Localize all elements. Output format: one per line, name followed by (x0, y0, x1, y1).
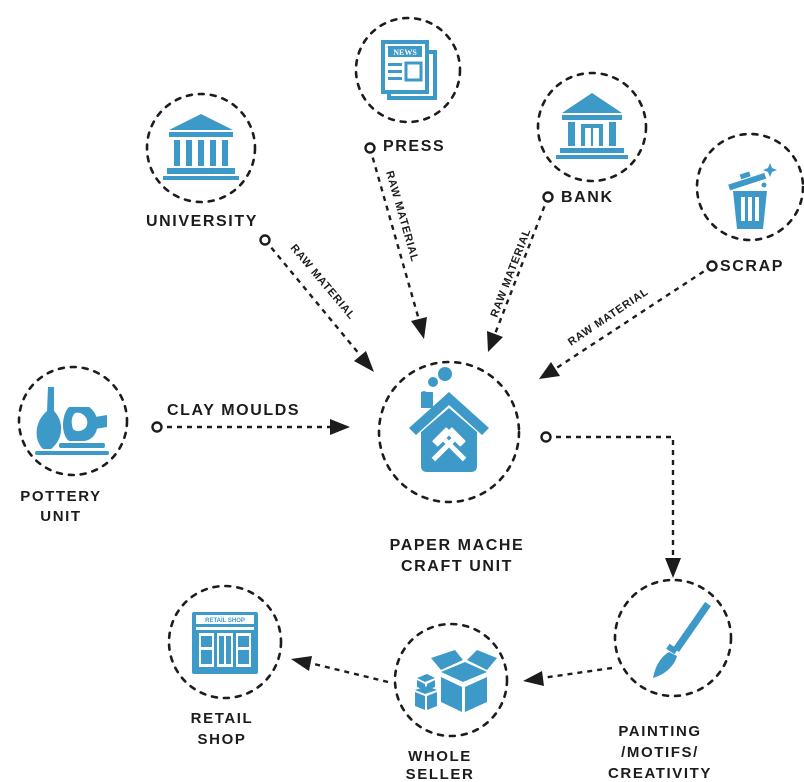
scrap-to-craft-connector (539, 260, 718, 379)
craft-unit-label-line-2: CRAFT UNIT (401, 558, 513, 575)
retail-label-line-2: SHOP (198, 731, 247, 748)
craft-to-painting-connector (540, 431, 681, 578)
scrap-node-ring (695, 132, 804, 242)
pottery-edge-label: CLAY MOULDS (167, 402, 300, 419)
university-to-craft-connector (259, 234, 374, 372)
painting-label-line-2: /MOTIFS/ (621, 744, 699, 761)
painting-label-line-1: PAINTING (618, 723, 701, 740)
bank-sign-text: BANK (585, 103, 600, 109)
painting-node-ring (613, 578, 733, 698)
newspaper-masthead: NEWS (393, 48, 417, 57)
pottery-icon (35, 387, 109, 455)
craft-unit-label-line-1: PAPER MACHE (390, 537, 525, 554)
wholeseller-label-line-1: WHOLE (408, 748, 472, 765)
craft-house-icon (409, 367, 489, 472)
bank-node-ring (536, 71, 648, 183)
retail-sign-text: RETAIL SHOP (205, 618, 245, 624)
pottery-node-ring (17, 365, 129, 477)
scrap-label: SCRAP (720, 258, 784, 275)
painting-to-wholeseller-connector (523, 666, 613, 686)
wholeseller-to-retail-connector (291, 656, 389, 684)
trash-bin-icon (728, 163, 777, 229)
storefront-icon: RETAIL SHOP (192, 612, 258, 674)
retail-node-ring (167, 584, 283, 700)
craft-unit-node-ring (377, 360, 521, 504)
wholeseller-label-line-2: SELLER (406, 766, 475, 782)
press-to-craft-connector (364, 142, 427, 339)
paintbrush-icon (653, 602, 711, 678)
bank-edge-label: RAW MATERIAL (489, 227, 534, 319)
university-label: UNIVERSITY (146, 213, 258, 230)
pottery-to-craft-connector (151, 419, 350, 435)
press-node-ring (354, 16, 462, 124)
university-building-icon (163, 114, 239, 180)
retail-label-line-1: RETAIL (191, 710, 254, 727)
newspaper-icon: NEWS (381, 40, 437, 100)
pottery-label-line-2: UNIT (40, 508, 81, 525)
university-node-ring (145, 92, 257, 204)
pottery-label-line-1: POTTERY (20, 488, 101, 505)
wholeseller-node-ring (393, 622, 509, 738)
bank-to-craft-connector (487, 191, 554, 352)
bank-building-icon: BANK (556, 93, 628, 159)
scrap-edge-label: RAW MATERIAL (566, 286, 651, 349)
cardboard-box-icon (415, 650, 497, 712)
press-label: PRESS (383, 138, 445, 155)
bank-label: BANK (561, 189, 614, 206)
painting-label-line-3: CREATIVITY (608, 765, 712, 782)
